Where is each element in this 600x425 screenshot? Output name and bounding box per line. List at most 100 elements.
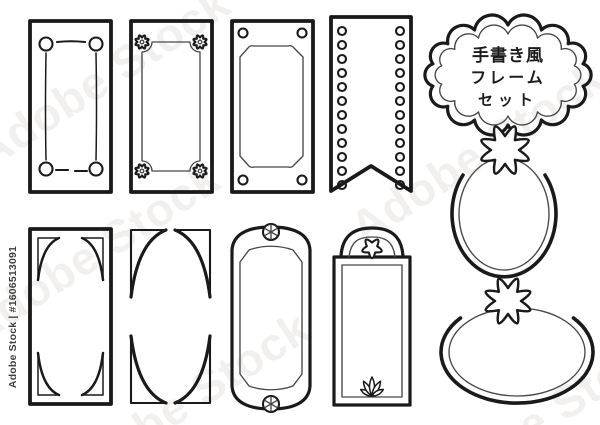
- leaf-fan-decoration: [359, 376, 385, 397]
- banner-dot: [394, 123, 406, 135]
- corner-ring-icon: [88, 36, 104, 52]
- corner-ring-icon: [237, 174, 249, 186]
- banner-dot: [394, 165, 406, 177]
- tag-dome-inner-arc: [348, 236, 396, 258]
- starburst-decoration: [484, 277, 532, 325]
- starburst-icon: [484, 277, 532, 325]
- pinwheel-spoke: [264, 231, 272, 237]
- gear-corner-icons: [134, 34, 208, 179]
- banner-dot: [336, 137, 348, 149]
- frame-outer-border: [28, 19, 113, 194]
- banner-dot: [336, 81, 348, 93]
- banner-dot: [394, 81, 406, 93]
- banner-dot: [394, 39, 406, 51]
- corner-bracket-arc: [129, 228, 168, 299]
- badge-scallop-outer: [423, 13, 593, 137]
- frame-inner-border: [141, 41, 201, 172]
- oval-frame-tall-starburst: [450, 125, 558, 279]
- arched-plaque-pinwheel: [230, 222, 312, 414]
- banner-dot: [394, 67, 406, 79]
- oval-frame-wide-starburst: [439, 277, 595, 405]
- banner-dot: [336, 165, 348, 177]
- corner-bracket-arc: [173, 334, 212, 405]
- plaque-inner-border: [239, 245, 303, 391]
- banner-dot: [394, 151, 406, 163]
- banner-dot: [336, 109, 348, 121]
- open-corner-bracket-frame: [129, 228, 212, 405]
- pinwheel-spoke: [264, 403, 272, 409]
- gear-icon: [134, 163, 150, 179]
- rectangle-frame-ring-notch-corners: [230, 19, 315, 194]
- scalloped-title-badge: [423, 13, 593, 137]
- banner-dot: [336, 123, 348, 135]
- dash-line: [54, 168, 89, 173]
- banner-dot: [336, 67, 348, 79]
- corner-sail-arc: [36, 236, 61, 282]
- badge-title-line3: セット: [477, 92, 538, 109]
- plaque-outer-border: [230, 225, 312, 411]
- oval-outer-line: [450, 173, 558, 279]
- starburst-decoration: [480, 125, 530, 175]
- oval-inner-line: [458, 157, 550, 271]
- gear-hole: [197, 168, 203, 174]
- gear-icon: [134, 34, 150, 50]
- banner-dot: [336, 151, 348, 163]
- star-flower-decoration: [361, 238, 383, 260]
- banner-dot: [394, 25, 406, 37]
- star-flower-icon: [361, 238, 383, 260]
- banner-dot: [336, 39, 348, 51]
- corner-bracket-lines: [129, 334, 168, 405]
- pinwheel-spoke: [264, 227, 272, 233]
- tag-dome-outer-arc: [339, 226, 405, 259]
- badge-scallop-inner: [434, 24, 582, 126]
- banner-dot: [394, 179, 406, 191]
- corner-ring-icon: [296, 174, 308, 186]
- corner-sail-arc: [36, 351, 61, 397]
- pinwheel-spoke: [270, 403, 278, 409]
- corner-bracket-lines: [129, 228, 168, 299]
- banner-dot: [336, 95, 348, 107]
- rectangle-frame-gear-corners: [129, 19, 214, 194]
- starburst-icon: [480, 125, 530, 175]
- pinwheel-spoke: [270, 399, 278, 405]
- banner-outline: [329, 15, 413, 193]
- side-line: [44, 52, 47, 161]
- corner-sail-arc: [80, 351, 105, 397]
- corner-bracket-arc: [173, 228, 212, 299]
- corner-ring-icon: [38, 36, 54, 52]
- frame-outer-border: [230, 19, 315, 194]
- frame-outer-border: [129, 19, 214, 194]
- stock-id-watermark: Adobe Stock | #1606513091: [7, 245, 19, 389]
- banner-dot: [394, 109, 406, 121]
- gear-hole: [139, 39, 145, 45]
- pinwheel-spoke: [264, 399, 272, 405]
- corner-bracket-arc: [129, 334, 168, 405]
- side-line: [95, 52, 98, 161]
- tag-inner-border: [341, 264, 403, 398]
- corner-bracket-lines: [173, 334, 212, 405]
- frame-inner-border: [239, 45, 304, 168]
- pinwheel-decorations: [261, 222, 281, 414]
- banner-dot: [336, 179, 348, 191]
- rectangle-frame-corner-rings: [28, 19, 113, 194]
- arched-tag-star-and-leaves: [332, 226, 412, 407]
- corner-ring-icon: [237, 27, 249, 39]
- banner-dot: [394, 53, 406, 65]
- banner-dot-holes: [336, 25, 406, 191]
- gear-hole: [197, 39, 203, 45]
- gear-icon: [192, 163, 208, 179]
- pinwheel-spoke: [270, 227, 278, 233]
- gear-icon: [192, 34, 208, 50]
- ribbon-banner-dotted: [329, 15, 413, 193]
- dash-line: [55, 40, 87, 44]
- corner-ring-icon: [296, 27, 308, 39]
- badge-title-line2: フレーム: [470, 70, 546, 87]
- banner-dot: [394, 95, 406, 107]
- oval-outer-line: [439, 316, 595, 405]
- leaf: [371, 388, 385, 397]
- rectangle-frame-curved-corner-sails: [28, 227, 113, 406]
- banner-dot: [336, 25, 348, 37]
- corner-ring-icon: [88, 161, 104, 177]
